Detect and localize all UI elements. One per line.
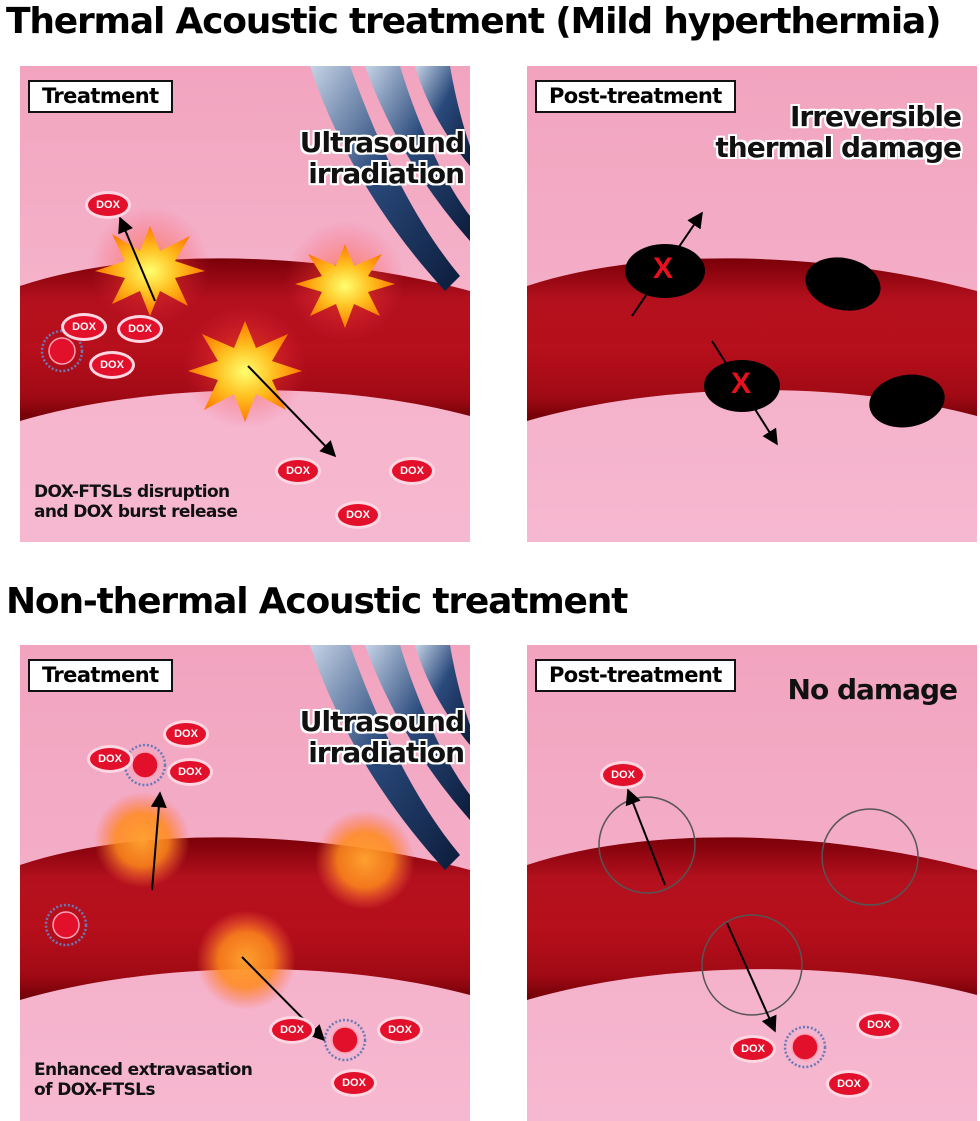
dox-molecule: DOX (603, 764, 643, 786)
ultrasound-label-line: Ultrasound (299, 126, 465, 159)
thermal-post-treatment-panel: Post-treatment Irreversible thermal dama… (527, 66, 977, 542)
damage-spot (625, 244, 705, 298)
nonthermal-treatment-panel: Treatment Ultrasound irradiation DOX DOX… (20, 645, 470, 1121)
release-arrow (247, 365, 337, 458)
nonthermal-treatment-scene (20, 645, 470, 1121)
panel-tag: Treatment (28, 80, 173, 114)
extravasation-arrow (150, 791, 167, 891)
caption-line: DOX-FTSLs disruption (34, 482, 230, 502)
damage-label-line: thermal damage (715, 130, 962, 164)
ultrasound-label-line: irradiation (308, 735, 465, 769)
recovered-site-circle (598, 796, 696, 894)
ultrasound-label: Ultrasound irradiation (299, 705, 465, 769)
burst-icon (285, 221, 405, 341)
heat-glow (315, 810, 415, 910)
dox-molecule: DOX (829, 1073, 869, 1095)
ultrasound-beam-icon (310, 66, 470, 291)
damage-spot (704, 360, 780, 412)
no-damage-label: No damage (787, 673, 958, 706)
dox-molecule: DOX (92, 354, 132, 376)
thermal-post-treatment-scene (527, 66, 977, 542)
panel-caption: Enhanced extravasation of DOX-FTSLs (34, 1060, 253, 1101)
panel-tag: Post-treatment (535, 659, 736, 693)
panel-tag: Treatment (28, 659, 173, 693)
dox-molecule: DOX (334, 1072, 374, 1094)
blood-vessel (527, 837, 977, 1000)
heat-glow (94, 792, 190, 888)
dox-molecule: DOX (380, 1019, 420, 1041)
liposome-icon (323, 1018, 367, 1062)
burst-icon (90, 206, 210, 326)
nonthermal-post-treatment-panel: Post-treatment No damage DOX DOX DOX DOX (527, 645, 977, 1121)
dox-molecule: DOX (64, 316, 104, 338)
dox-molecule: DOX (170, 761, 210, 783)
caption-line: of DOX-FTSLs (34, 1080, 156, 1101)
liposome-icon (783, 1025, 827, 1069)
blocked-arrow (631, 211, 703, 317)
release-arrow (726, 922, 777, 1033)
ultrasound-label: Ultrasound irradiation (299, 126, 465, 190)
caption-line: Enhanced extravasation (34, 1060, 253, 1080)
release-arrow (625, 788, 666, 886)
damage-spot (869, 374, 945, 428)
caption-line: and DOX burst release (34, 502, 238, 523)
x-mark-icon: X (653, 252, 674, 285)
damage-label: Irreversible thermal damage (715, 100, 962, 164)
ultrasound-beam-icon (310, 645, 470, 870)
ultrasound-label-line: Ultrasound (299, 705, 465, 738)
x-mark-icon: X (731, 367, 752, 400)
dox-molecule: DOX (166, 723, 206, 745)
dox-molecule: DOX (392, 460, 432, 482)
nonthermal-section-title: Non-thermal Acoustic treatment (6, 581, 628, 622)
dox-molecule: DOX (272, 1019, 312, 1041)
dox-molecule: DOX (278, 460, 318, 482)
dox-molecule: DOX (338, 504, 378, 526)
damage-spot (805, 257, 881, 311)
thermal-section-title: Thermal Acoustic treatment (Mild hyperth… (6, 1, 942, 42)
release-arrow (118, 216, 156, 302)
damage-label-line: Irreversible (790, 100, 962, 133)
panel-caption: DOX-FTSLs disruption and DOX burst relea… (34, 482, 238, 523)
thermal-treatment-panel: Treatment Ultrasound irradiation DOX DOX… (20, 66, 470, 542)
dox-molecule: DOX (120, 318, 160, 340)
burst-icon (183, 304, 307, 428)
panel-tag: Post-treatment (535, 80, 736, 114)
dox-molecule: DOX (90, 748, 130, 770)
blocked-arrow (711, 340, 778, 446)
liposome-icon (40, 329, 84, 373)
dox-molecule: DOX (859, 1014, 899, 1036)
dox-molecule: DOX (88, 194, 128, 216)
liposome-icon (44, 903, 88, 947)
thermal-treatment-scene (20, 66, 470, 542)
recovered-site-circle (821, 808, 919, 906)
dox-molecule: DOX (733, 1038, 773, 1060)
ultrasound-label-line: irradiation (308, 156, 465, 190)
recovered-site-circle (701, 914, 803, 1016)
liposome-icon (123, 743, 167, 787)
